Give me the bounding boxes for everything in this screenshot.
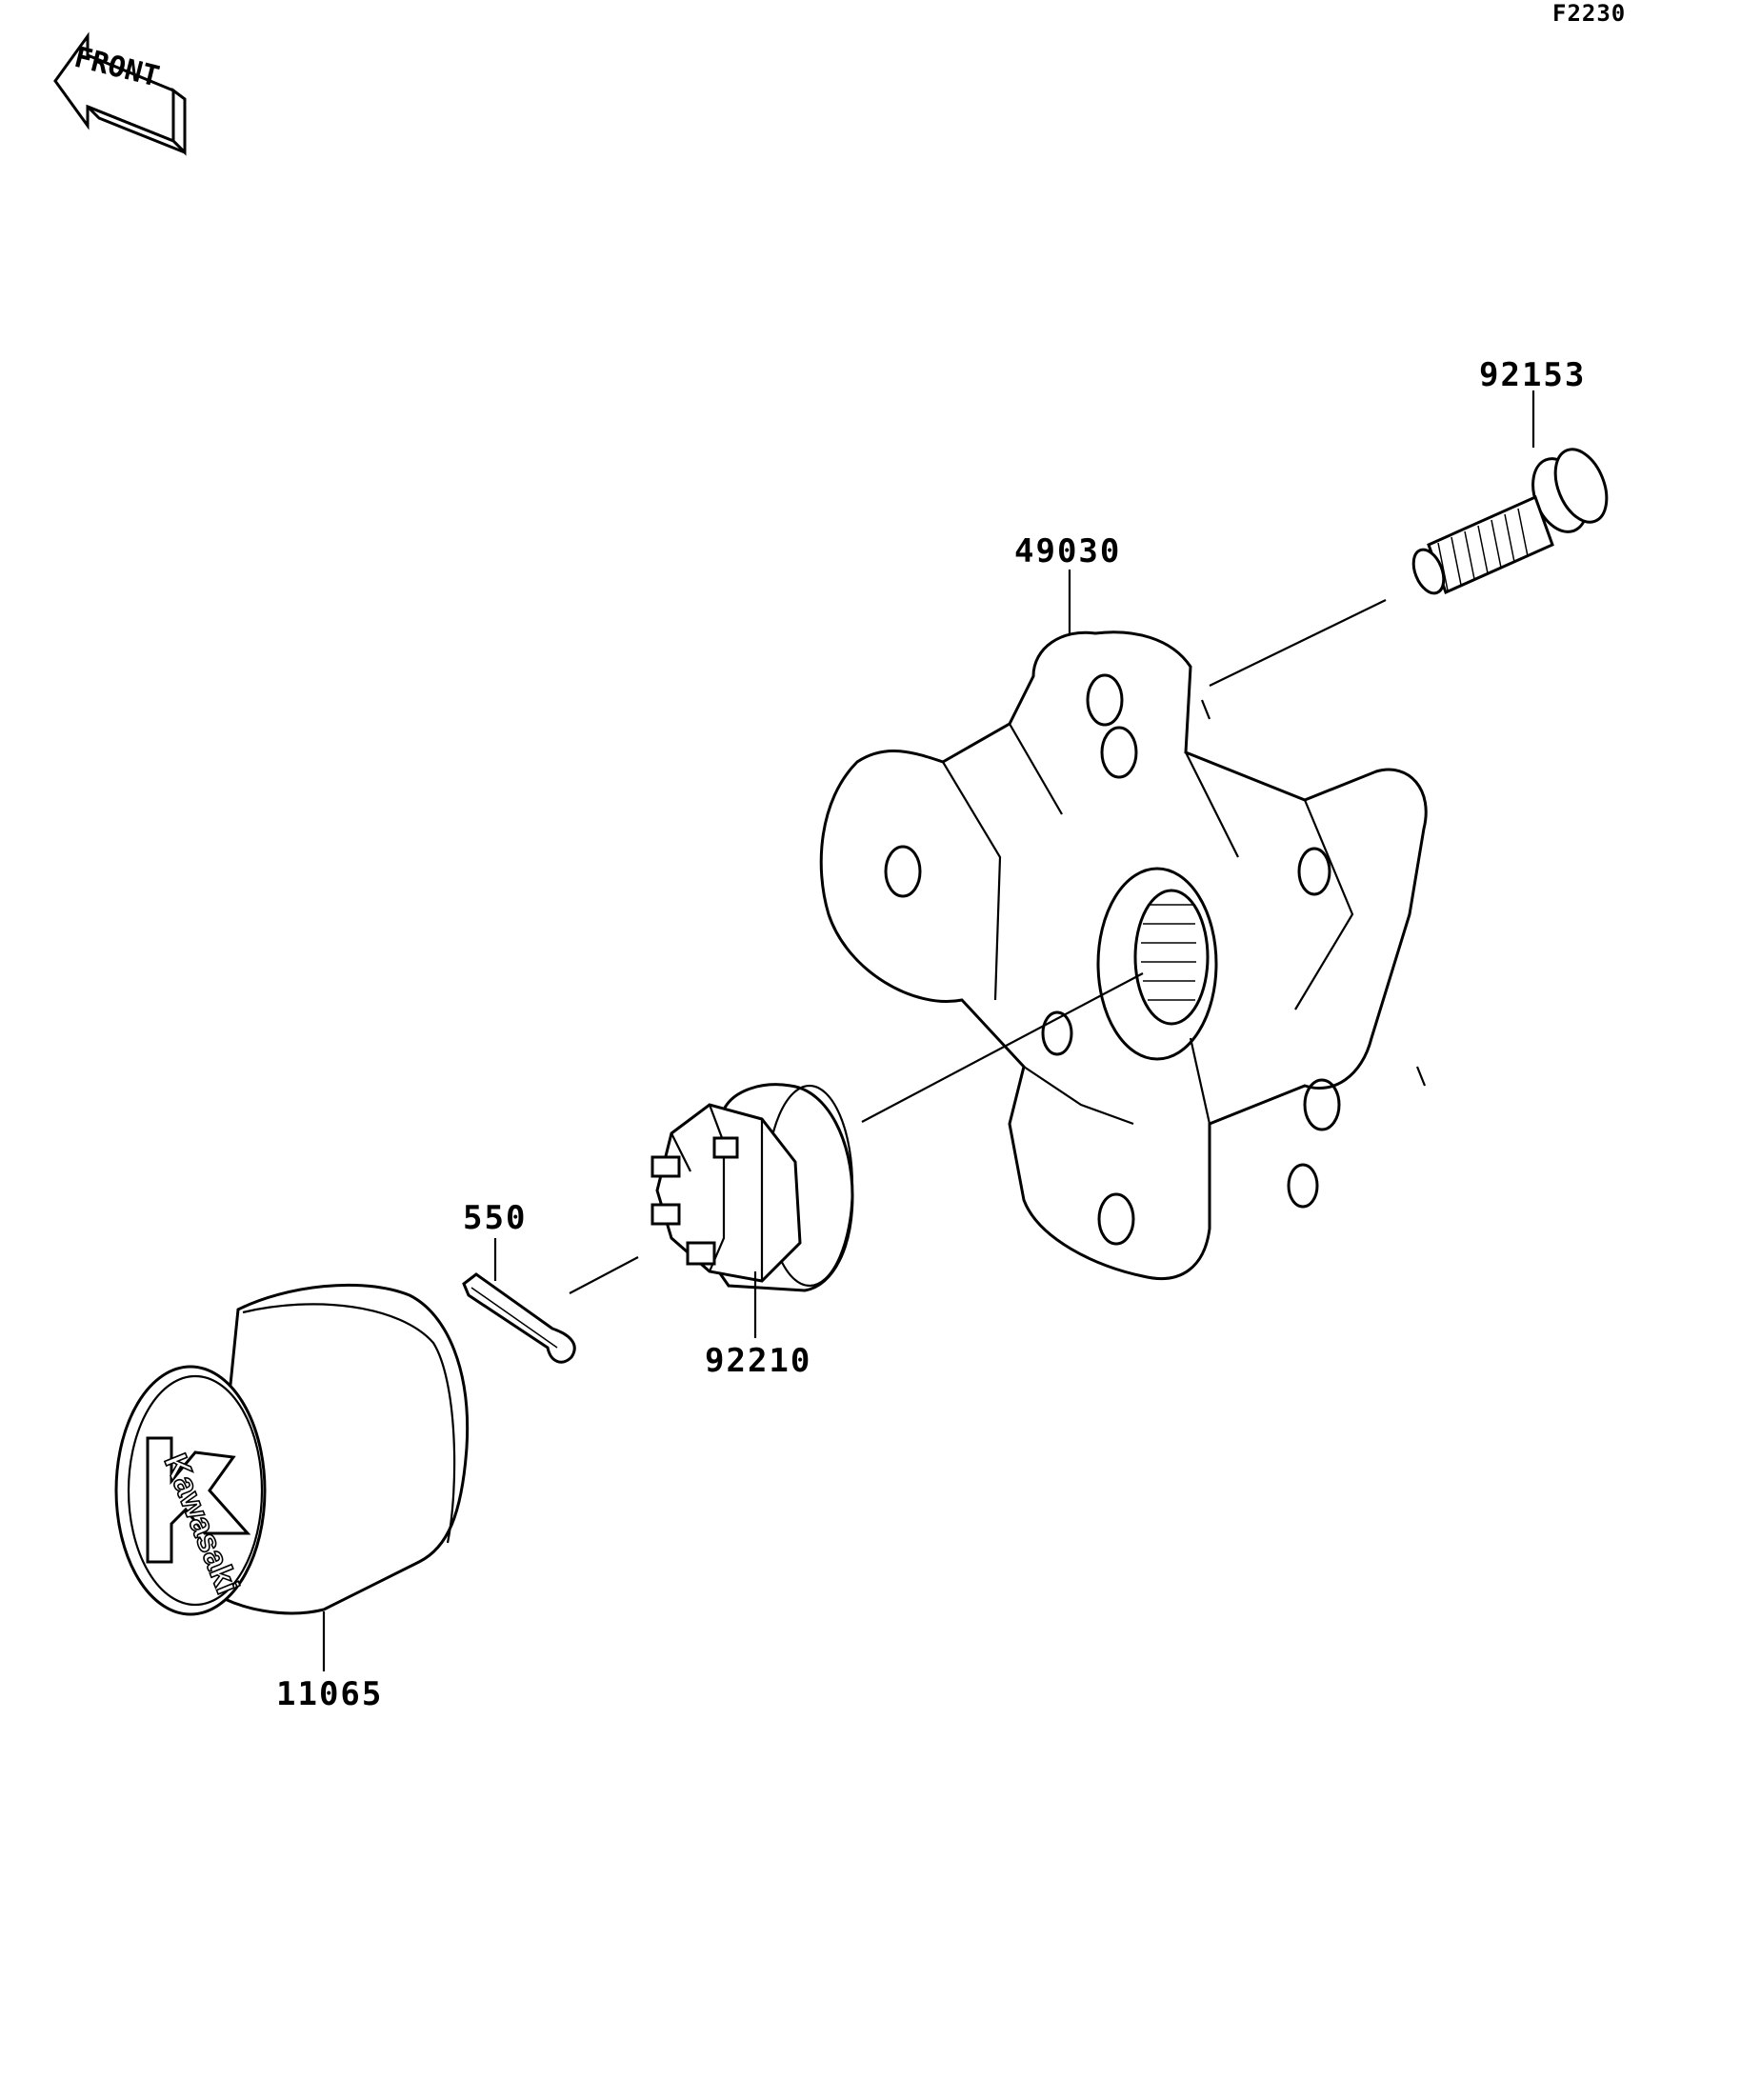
hub-cap-icon: Kawasaki (114, 1283, 470, 1616)
hub-icon (819, 630, 1428, 1281)
part-number-bolt: 92153 (1479, 356, 1586, 394)
part-number-cotter-pin: 550 (463, 1199, 527, 1237)
part-number-hub-cap: 11065 (276, 1675, 383, 1713)
castle-nut-icon (650, 1083, 854, 1292)
part-number-hub: 49030 (1014, 532, 1121, 570)
front-arrow-icon: FRONT (53, 31, 187, 156)
bolt-icon (1411, 448, 1609, 595)
cotter-pin-icon (462, 1272, 576, 1364)
part-number-castle-nut: 92210 (705, 1342, 811, 1380)
figure-code: F2230 (1552, 0, 1626, 27)
leader-lines (322, 390, 1535, 1671)
